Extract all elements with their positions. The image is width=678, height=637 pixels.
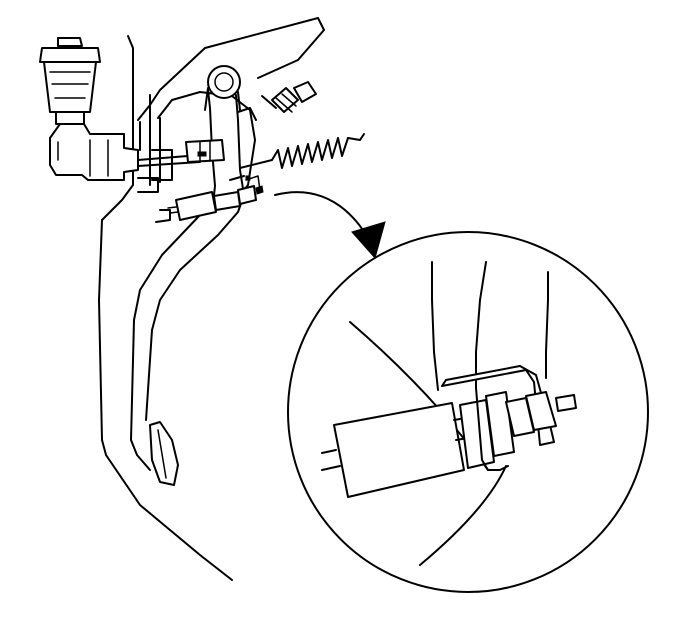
detail-switch-body (321, 402, 469, 498)
return-spring (239, 133, 365, 169)
detail-view (287, 231, 649, 593)
adjusting-bolt (261, 81, 317, 113)
detail-plunger (505, 391, 577, 437)
curved-arrow-icon (274, 191, 386, 260)
clutch-switch (155, 175, 264, 223)
detail-pedal-arm (431, 261, 549, 391)
master-cylinder-body (49, 123, 139, 181)
detail-arm-lower (419, 387, 509, 566)
clevis (185, 139, 225, 163)
clutch-pedal-pad (149, 421, 179, 486)
master-cylinder-reservoir (39, 37, 101, 125)
